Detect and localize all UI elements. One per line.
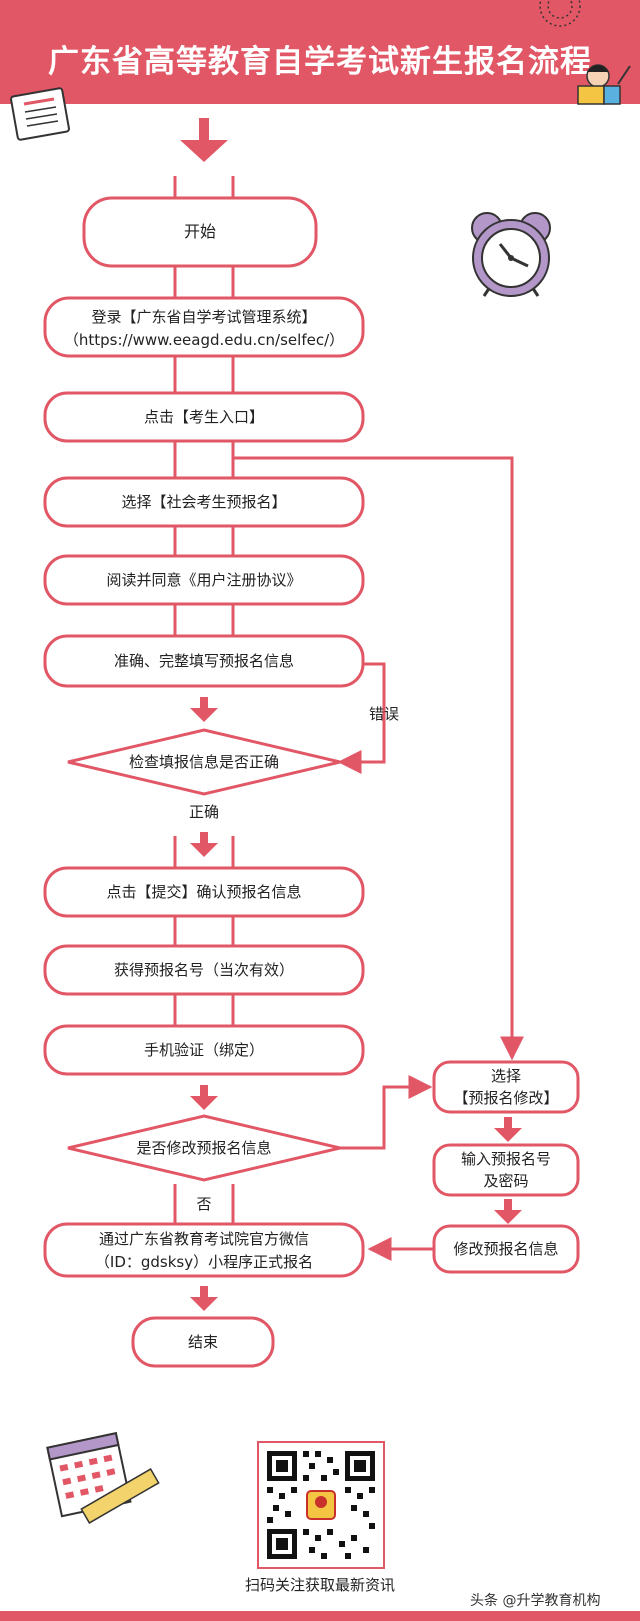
- node-agreement: [43, 554, 365, 606]
- label-fill-info: 准确、完整填写预报名信息: [113, 652, 294, 670]
- node-official: [43, 1222, 365, 1278]
- header-banner: 广东省高等教育自学考试新生报名流程: [0, 0, 640, 104]
- node-login: [43, 296, 365, 358]
- label-phone-verify: 手机验证（绑定）: [143, 1041, 264, 1059]
- node-check-info: [67, 728, 341, 796]
- label-official-1: 通过广东省教育考试院官方微信: [98, 1230, 309, 1248]
- label-check-info: 检查填报信息是否正确: [128, 753, 279, 771]
- node-entry: [43, 391, 365, 443]
- label-login-2: （https://www.eeagd.edu.cn/selfec/）: [63, 331, 345, 349]
- ruler-icon: [80, 1468, 160, 1524]
- label-start: 开始: [183, 222, 216, 241]
- label-wrong: 错误: [368, 705, 399, 723]
- node-end: [131, 1316, 275, 1368]
- small-arrows: [190, 697, 522, 1311]
- page-title: 广东省高等教育自学考试新生报名流程: [48, 44, 592, 80]
- alarm-clock-icon: [471, 212, 551, 297]
- node-fill-info: [43, 634, 365, 688]
- qr-code-icon: [267, 1451, 375, 1559]
- newspaper-icon: [10, 87, 70, 141]
- pipe-lines: [173, 176, 235, 1026]
- dot-pattern-icon: [539, 0, 581, 27]
- node-input-number: [432, 1143, 580, 1197]
- label-select-modify-1: 选择: [490, 1067, 521, 1085]
- label-login-1: 登录【广东省自学考试管理系统】: [91, 308, 317, 326]
- top-arrow-icon: [180, 118, 228, 162]
- connectors: [173, 456, 524, 1261]
- qr-caption: 扫码关注获取最新资讯: [244, 1576, 395, 1594]
- label-submit: 点击【提交】确认预报名信息: [106, 883, 302, 901]
- label-entry: 点击【考生入口】: [143, 408, 264, 426]
- footer-bar: [0, 1611, 640, 1621]
- label-end: 结束: [187, 1333, 218, 1351]
- node-choose-social: [43, 476, 365, 528]
- node-start: [82, 196, 318, 268]
- label-select-modify-2: 【预报名修改】: [453, 1089, 559, 1107]
- label-modify-info: 修改预报名信息: [453, 1240, 559, 1258]
- node-modify-question: [67, 1114, 341, 1182]
- node-phone-verify: [43, 1024, 365, 1076]
- label-input-number-2: 及密码: [483, 1172, 529, 1190]
- label-no: 否: [196, 1195, 212, 1213]
- label-official-2: （ID：gdsksy）小程序正式报名: [94, 1253, 314, 1271]
- label-agreement: 阅读并同意《用户注册协议》: [106, 571, 302, 589]
- qr-code[interactable]: [257, 1441, 385, 1569]
- label-get-number: 获得预报名号（当次有效）: [113, 961, 294, 979]
- reading-child-icon: [577, 64, 631, 105]
- label-input-number-1: 输入预报名号: [460, 1150, 551, 1168]
- label-choose-social: 选择【社会考生预报名】: [121, 493, 287, 511]
- watermark: 头条 @升学教育机构: [470, 1593, 601, 1609]
- node-get-number: [43, 944, 365, 996]
- node-submit: [43, 866, 365, 918]
- label-modify-question: 是否修改预报名信息: [136, 1139, 272, 1157]
- label-correct: 正确: [188, 803, 219, 821]
- node-select-modify: [432, 1060, 580, 1114]
